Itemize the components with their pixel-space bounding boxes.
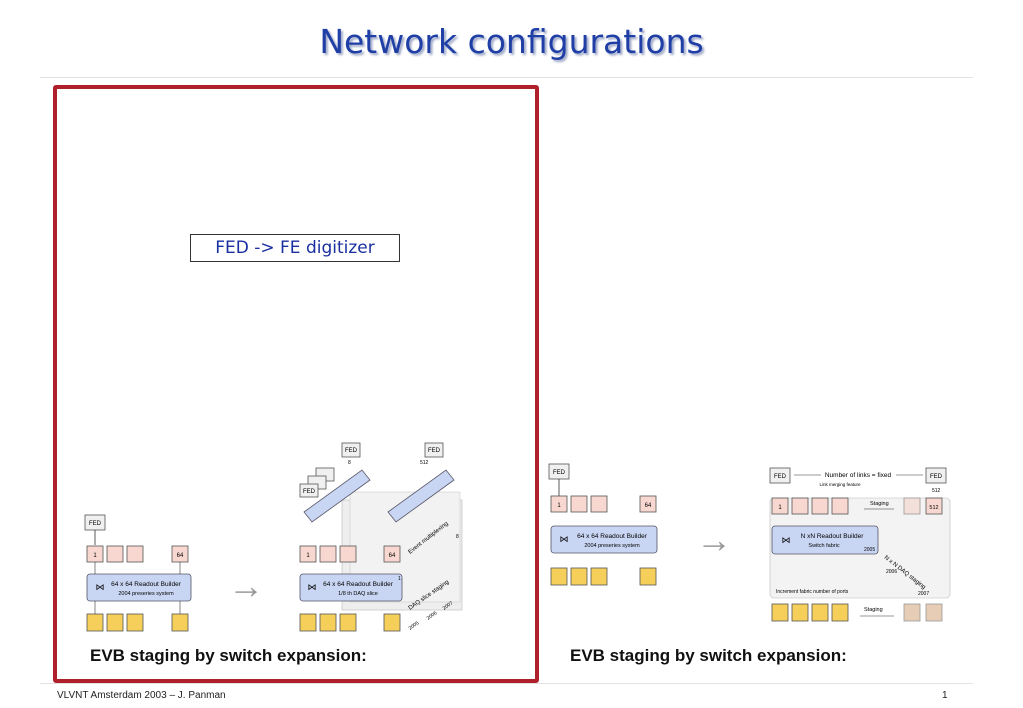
port-3 — [126, 545, 144, 563]
highlight-frame — [53, 85, 539, 683]
switch-icon: ⋈ — [560, 535, 569, 545]
svg-text:64 x 64 Readout Builder: 64 x 64 Readout Builder — [577, 533, 648, 540]
svg-text:Number of links = fixed: Number of links = fixed — [825, 472, 892, 479]
svg-text:2006: 2006 — [886, 569, 897, 575]
svg-text:2004 preseries system: 2004 preseries system — [118, 591, 174, 597]
svg-text:Staging: Staging — [870, 501, 889, 507]
diagram-daq-slice: FED 8 FED 512 FED Event multiplexing 8 1… — [299, 442, 463, 632]
svg-text:FED: FED — [774, 474, 787, 480]
arrow-right-icon: → — [228, 565, 264, 606]
bu-3 — [126, 613, 144, 632]
svg-text:64: 64 — [177, 553, 184, 559]
svg-text:2005: 2005 — [408, 620, 421, 631]
svg-text:64 x 64 Readout Builder: 64 x 64 Readout Builder — [323, 581, 394, 588]
svg-text:1/8 th DAQ slice: 1/8 th DAQ slice — [338, 591, 378, 597]
event-mux-switch-512 — [387, 469, 455, 523]
page-number: 1 — [942, 690, 948, 701]
fed-box-8 — [341, 442, 361, 458]
svg-text:1: 1 — [398, 576, 401, 582]
fed-text: FED — [89, 521, 102, 527]
svg-text:FED: FED — [930, 474, 943, 480]
svg-text:2006: 2006 — [426, 610, 439, 621]
svg-text:FED: FED — [553, 470, 566, 476]
svg-text:N xN Readout Builder: N xN Readout Builder — [801, 533, 865, 540]
svg-text:8: 8 — [456, 534, 459, 540]
svg-text:2005: 2005 — [864, 547, 875, 553]
readout-builder — [86, 573, 192, 602]
fed-label-box: FED -> FE digitizer — [190, 234, 400, 262]
bu-2 — [106, 613, 124, 632]
switch-icon: ⋈ — [308, 583, 317, 593]
event-mux-switch — [303, 469, 371, 523]
svg-text:FED: FED — [345, 448, 358, 454]
footer-author: VLVNT Amsterdam 2003 – J. Panman — [57, 690, 226, 701]
svg-text:64 x 64 Readout Builder: 64 x 64 Readout Builder — [111, 581, 182, 588]
svg-text:FED: FED — [303, 489, 316, 495]
svg-text:2007: 2007 — [442, 600, 455, 611]
caption-right: EVB staging by switch expansion: — [570, 646, 847, 665]
switch-icon: ⋈ — [96, 583, 105, 593]
svg-text:1: 1 — [778, 505, 782, 511]
svg-text:Staging: Staging — [864, 607, 883, 613]
bu-64 — [171, 613, 189, 632]
svg-text:FED: FED — [428, 448, 441, 454]
svg-text:64: 64 — [645, 503, 652, 509]
svg-text:512: 512 — [929, 505, 938, 511]
bu-1 — [86, 613, 104, 632]
readout-builder-slice — [299, 573, 403, 602]
svg-text:1: 1 — [306, 553, 310, 559]
fed-box-512 — [424, 442, 444, 458]
svg-text:8: 8 — [348, 460, 351, 466]
svg-text:512: 512 — [420, 460, 429, 466]
footer-divider — [40, 683, 973, 684]
port-2 — [106, 545, 124, 563]
arrow-right-icon: → — [696, 519, 732, 560]
svg-text:2007: 2007 — [918, 591, 929, 597]
diagram-preseries-right: FED 1 64 ⋈ 64 x 64 Readout Builder 2004 … — [548, 463, 658, 586]
diagram-nxn-builder: FED FED Number of links = fixed Link mer… — [769, 467, 951, 622]
caption-left: EVB staging by switch expansion: — [90, 646, 367, 665]
diagram-preseries: FED 1 64 ⋈ 64 x 64 Readout Builder 2004 … — [84, 514, 192, 632]
svg-text:Increment fabric number of por: Increment fabric number of ports — [776, 589, 849, 595]
svg-text:2004 preseries system: 2004 preseries system — [584, 543, 640, 549]
slide-title: Network configurations — [319, 22, 704, 61]
switch-icon: ⋈ — [782, 536, 791, 546]
svg-text:Switch fabric: Switch fabric — [808, 543, 839, 549]
svg-text:512: 512 — [932, 488, 941, 494]
svg-text:1: 1 — [557, 503, 561, 509]
svg-text:1: 1 — [93, 553, 97, 559]
title-divider — [40, 77, 973, 78]
svg-text:Link merging feature: Link merging feature — [819, 482, 861, 487]
svg-text:64: 64 — [389, 553, 396, 559]
